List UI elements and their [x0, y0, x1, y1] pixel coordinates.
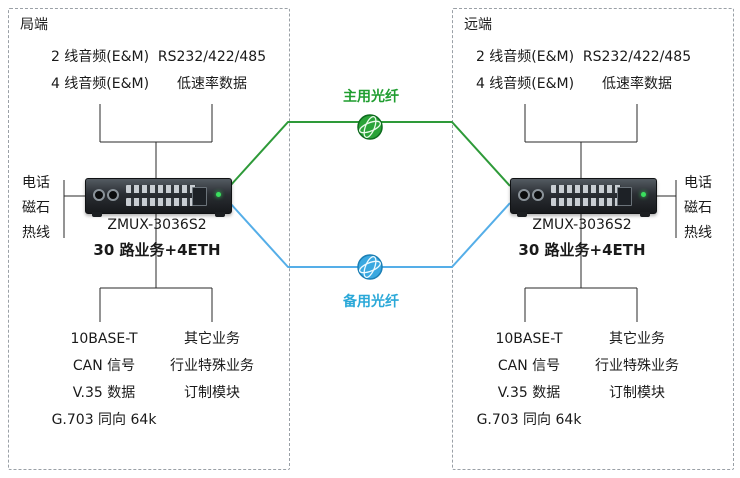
device-led-icon	[216, 192, 221, 197]
local-top-col1-line1: 2 线音频(E&M)	[50, 49, 150, 65]
local-side-label-phone: 电话	[22, 175, 50, 191]
local-bottom-col1-line1: 10BASE-T	[70, 331, 138, 347]
main-fiber-globe-icon	[357, 114, 383, 140]
remote-bottom-col1-line4: G.703 同向 64k	[476, 412, 582, 428]
remote-top-col2-line2: 低速率数据	[602, 76, 672, 92]
backup-fiber-label: 备用光纤	[343, 294, 399, 310]
backup-fiber-globe-icon	[357, 254, 383, 280]
remote-bottom-col1-line1: 10BASE-T	[495, 331, 563, 347]
local-bottom-col2-line1: 其它业务	[184, 331, 240, 347]
device-round-port-icon	[93, 189, 105, 201]
local-panel-title: 局端	[20, 17, 48, 33]
local-top-col2-line1: RS232/422/485	[157, 49, 267, 65]
local-side-label-hotline: 热线	[22, 225, 50, 241]
remote-side-label-hotline: 热线	[684, 225, 712, 241]
device-led-icon	[641, 192, 646, 197]
device-port-row-icon	[551, 198, 621, 206]
local-bottom-col1-line4: G.703 同向 64k	[51, 412, 157, 428]
local-bottom-col1-line3: V.35 数据	[72, 385, 136, 401]
device-port-row-icon	[126, 198, 196, 206]
remote-panel-title: 远端	[464, 17, 492, 33]
local-mux-device-image	[85, 178, 232, 217]
local-top-col1-line2: 4 线音频(E&M)	[50, 76, 150, 92]
local-device-model: ZMUX-3036S2	[107, 217, 207, 233]
local-connector-lines	[63, 104, 213, 322]
remote-bottom-col2-line3: 订制模块	[609, 385, 665, 401]
device-foot	[92, 212, 102, 217]
local-bottom-col2-line2: 行业特殊业务	[170, 358, 254, 374]
remote-device-model: ZMUX-3036S2	[532, 217, 632, 233]
remote-bottom-col1-line3: V.35 数据	[497, 385, 561, 401]
device-foot	[640, 212, 650, 217]
remote-top-col1-line2: 4 线音频(E&M)	[475, 76, 575, 92]
remote-bottom-col2-line1: 其它业务	[609, 331, 665, 347]
local-top-col2-line2: 低速率数据	[177, 76, 247, 92]
remote-bottom-col1-line2: CAN 信号	[497, 358, 561, 374]
local-panel	[8, 8, 290, 470]
remote-panel	[452, 8, 734, 470]
remote-side-label-magneto: 磁石	[684, 200, 712, 216]
remote-device-caption: 30 路业务+4ETH	[518, 241, 646, 259]
device-module-icon	[192, 187, 207, 206]
remote-side-label-phone: 电话	[684, 175, 712, 191]
device-round-port-icon	[532, 189, 544, 201]
local-side-label-magneto: 磁石	[22, 200, 50, 216]
device-round-port-icon	[518, 189, 530, 201]
device-module-icon	[617, 187, 632, 206]
local-bottom-col1-line2: CAN 信号	[72, 358, 136, 374]
remote-mux-device-image	[510, 178, 657, 217]
device-foot	[215, 212, 225, 217]
local-device-caption: 30 路业务+4ETH	[93, 241, 221, 259]
remote-top-col2-line1: RS232/422/485	[582, 49, 692, 65]
local-bottom-col2-line3: 订制模块	[184, 385, 240, 401]
device-foot	[517, 212, 527, 217]
device-port-row-icon	[126, 185, 196, 193]
main-fiber-label: 主用光纤	[343, 89, 399, 105]
remote-bottom-col2-line2: 行业特殊业务	[595, 358, 679, 374]
remote-top-col1-line1: 2 线音频(E&M)	[475, 49, 575, 65]
device-port-row-icon	[551, 185, 621, 193]
device-round-port-icon	[107, 189, 119, 201]
remote-connector-lines	[524, 104, 677, 322]
